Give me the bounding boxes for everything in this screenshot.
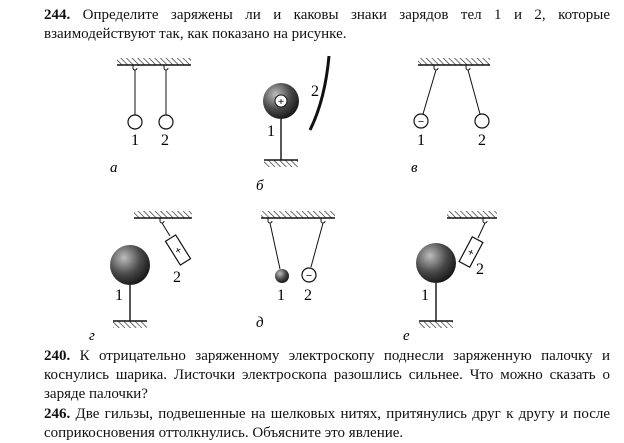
panel-caption: б — [256, 178, 264, 194]
label-1: 1 — [267, 123, 275, 140]
hook — [132, 65, 138, 71]
problem-number: 246. — [44, 406, 71, 422]
panel-caption: д — [256, 315, 264, 331]
sleeve-2: + — [164, 234, 192, 266]
label-2: 2 — [311, 83, 319, 100]
problem-246: 246. Две гильзы, подвешенные на шелковых… — [44, 405, 610, 443]
base-hatch — [419, 321, 453, 328]
ball-1 — [127, 114, 143, 130]
hook — [482, 218, 488, 224]
charge-sign: − — [418, 116, 424, 128]
problem-number: 244. — [44, 7, 71, 23]
ceiling-support — [418, 58, 490, 65]
charge-sign: + — [173, 244, 185, 258]
hook — [465, 65, 471, 71]
ball-1-charged — [263, 83, 299, 119]
label-2: 2 — [476, 261, 484, 278]
panel-caption: а — [110, 160, 118, 176]
panel-d: − 1 2 д — [256, 211, 335, 331]
panel-g: + 1 2 г — [89, 211, 192, 344]
base-hatch — [113, 321, 147, 328]
panel-caption: г — [89, 328, 95, 344]
problem-text: Определите заряжены ли и каковы знаки за… — [44, 7, 610, 42]
label-1: 1 — [131, 132, 139, 149]
charge-sign: − — [306, 270, 312, 282]
sleeve-2: + — [458, 236, 484, 268]
ball-1-charged — [416, 243, 456, 283]
problem-text: Две гильзы, подвешенные на шелковых нитя… — [44, 406, 611, 441]
ceiling-support — [447, 211, 497, 218]
panel-a: 1 2 а — [110, 58, 191, 176]
panel-b: + 1 2 б — [256, 55, 331, 194]
label-2: 2 — [161, 132, 169, 149]
problem-text: К отрицательно заряженному электроскопу … — [44, 348, 611, 402]
label-1: 1 — [115, 287, 123, 304]
label-2: 2 — [173, 269, 181, 286]
ball-1 — [413, 113, 429, 129]
label-1: 1 — [277, 287, 285, 304]
problem-number: 240. — [44, 348, 71, 364]
label-1: 1 — [417, 132, 425, 149]
hook — [433, 65, 439, 71]
thread — [310, 222, 324, 268]
hook — [320, 218, 326, 224]
panel-e: + 1 2 е — [403, 211, 497, 344]
thread — [422, 69, 437, 115]
thread — [467, 69, 481, 115]
charge-sign: + — [278, 96, 284, 108]
thread — [269, 222, 281, 270]
label-2: 2 — [304, 287, 312, 304]
panel-caption: е — [403, 328, 410, 344]
ceiling-support — [117, 58, 191, 65]
ball-2 — [301, 267, 317, 283]
ball-1-charged — [275, 269, 289, 283]
thread — [477, 222, 486, 239]
problem-244: 244. Определите заряжены ли и каковы зна… — [44, 6, 610, 44]
problem-240: 240. К отрицательно заряженному электрос… — [44, 347, 610, 404]
hook — [163, 65, 169, 71]
ball-1-charged — [110, 245, 150, 285]
panel-v: − 1 2 в — [411, 58, 490, 176]
rod-2 — [308, 55, 331, 131]
ceiling-support — [261, 211, 335, 218]
ball-2 — [474, 113, 490, 129]
label-2: 2 — [478, 132, 486, 149]
ceiling-support — [134, 211, 192, 218]
label-1: 1 — [421, 287, 429, 304]
thread — [161, 222, 171, 237]
hook — [267, 218, 273, 224]
hook — [159, 218, 165, 224]
panel-caption: в — [411, 160, 418, 176]
charge-sign: + — [465, 246, 476, 260]
charge-marker — [274, 94, 288, 108]
ball-2 — [158, 114, 174, 130]
base-hatch — [264, 160, 298, 167]
